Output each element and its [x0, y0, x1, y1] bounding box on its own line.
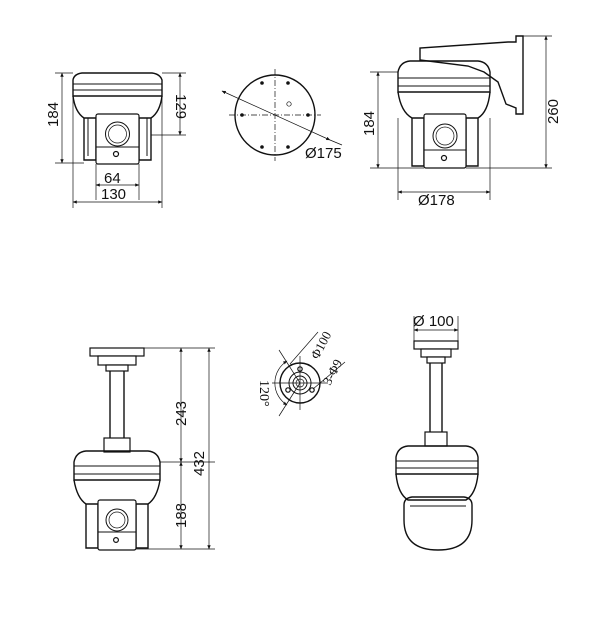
ceiling-pipe-length-label: 243 [173, 401, 190, 426]
wall-total-height-label: 260 [545, 99, 562, 124]
ceiling-mount-view: 243 432 188 [73, 347, 215, 551]
dome-view: Ø 100 [395, 313, 479, 551]
dome-diameter-label: Ø 100 [413, 313, 454, 330]
ceiling-head-height-label: 188 [173, 503, 190, 528]
wall-diameter-label: Ø178 [418, 192, 455, 209]
flange-view: 120° Φ100 3-Φ9 [256, 329, 345, 417]
front-view: 184 129 64 130 [45, 72, 189, 208]
flange-diameter-label: Φ100 [307, 329, 334, 362]
front-height-label: 184 [45, 102, 62, 127]
front-head-height-label: 129 [172, 94, 189, 119]
ceiling-total-length-label: 432 [191, 451, 208, 476]
front-body-width-label: 130 [101, 186, 126, 203]
wall-height-label: 184 [361, 111, 378, 136]
wall-mount-view: 184 260 Ø178 [361, 35, 562, 209]
flange-angle-label: 120° [256, 380, 271, 407]
mount-plate-view: Ø175 [221, 69, 343, 162]
flange-holes-label: 3-Φ9 [319, 357, 345, 388]
front-mount-width-label: 64 [104, 170, 121, 187]
plate-diameter-label: Ø175 [305, 145, 342, 162]
